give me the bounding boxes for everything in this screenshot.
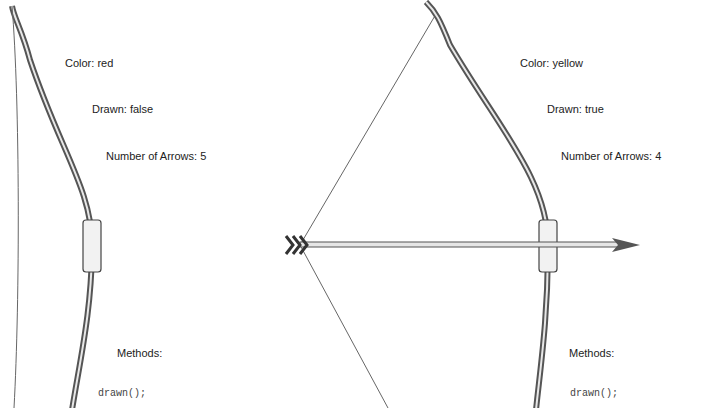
section-heading: Methods: xyxy=(117,346,162,360)
section-heading: Methods: xyxy=(569,346,614,360)
property-label: Color: red xyxy=(65,56,113,70)
arrow xyxy=(286,236,640,254)
method-name: drawn(); xyxy=(570,387,618,401)
property-label: Number of Arrows: 4 xyxy=(561,149,661,163)
property-label: Number of Arrows: 5 xyxy=(106,149,206,163)
property-label: Color: yellow xyxy=(520,56,583,70)
method-name: drawn(); xyxy=(98,387,146,401)
bow-drawn xyxy=(300,2,557,408)
property-label: Drawn: true xyxy=(547,102,604,116)
property-label: Drawn: false xyxy=(92,102,153,116)
